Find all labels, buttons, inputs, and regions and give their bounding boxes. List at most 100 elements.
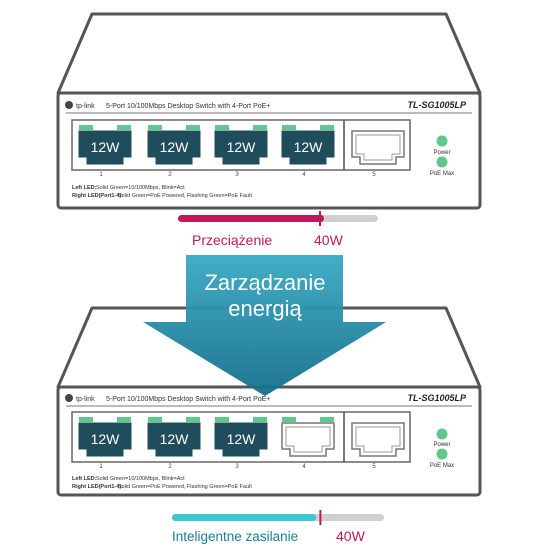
rj45-port xyxy=(78,130,132,165)
port-4: 4 xyxy=(281,417,335,470)
switch-description: 5-Port 10/100Mbps Desktop Switch with 4-… xyxy=(106,103,270,110)
rj45-port-inner xyxy=(285,426,331,453)
port-led-right xyxy=(320,125,334,130)
port-number-label: 5 xyxy=(372,464,376,470)
port-led-left xyxy=(282,417,296,422)
port-load-label: 12W xyxy=(160,139,190,155)
port-load-label: 12W xyxy=(160,431,190,447)
port-2: 12W 2 xyxy=(147,125,201,178)
overload-bar-marker xyxy=(319,211,321,226)
port-load-label: 12W xyxy=(227,431,257,447)
port-number-label: 3 xyxy=(235,172,239,178)
energy-management-arrow: Zarządzanie energią xyxy=(143,255,386,396)
legend-left-text: Solid Green=10/100Mbps, Blink=Act xyxy=(96,476,185,482)
port-number-label: 2 xyxy=(168,464,172,470)
legend-right-title: Right LED(Port1-4): xyxy=(72,193,123,199)
switch-top: tp-link 5-Port 10/100Mbps Desktop Switch… xyxy=(56,12,482,210)
smart-limit-label: 40W xyxy=(336,528,366,544)
model-label: TL-SG1005LP xyxy=(407,100,467,110)
poe-max-label: PoE Max xyxy=(430,171,454,177)
port-load-label: 12W xyxy=(91,139,121,155)
port-load-label: 12W xyxy=(294,139,324,155)
poe-max-led xyxy=(436,448,448,460)
legend-right-text: Solid Green=PoE Powered, Flashing Green=… xyxy=(118,484,252,490)
arrow-shape xyxy=(143,255,386,396)
legend-left-title: Left LED: xyxy=(72,185,97,191)
port-led-right xyxy=(186,417,200,422)
smart-bar-marker xyxy=(319,510,322,525)
rj45-port-inner xyxy=(355,134,401,161)
port-number-label: 1 xyxy=(99,172,103,178)
port-number-label: 4 xyxy=(302,172,306,178)
port-1: 12W 1 xyxy=(78,417,132,470)
port-3: 12W 3 xyxy=(214,417,268,470)
overload-bar-fill xyxy=(178,215,324,222)
port-bay-frame-uplink xyxy=(343,411,411,463)
poe-max-led xyxy=(436,156,448,168)
port-led-left xyxy=(215,125,229,130)
arrow-text-line2: energią xyxy=(228,296,302,321)
switch-top-front-panel xyxy=(56,91,482,210)
rj45-port xyxy=(147,130,201,165)
port-number-label: 3 xyxy=(235,464,239,470)
port-number-label: 4 xyxy=(302,464,306,470)
port-led-left xyxy=(79,417,93,422)
tp-link-logo: tp-link xyxy=(65,394,95,403)
legend-left-text: Solid Green=10/100Mbps, Blink=Act xyxy=(96,185,185,191)
rj45-port xyxy=(214,130,268,165)
port-led-left xyxy=(282,125,296,130)
overload-bar: Przeciążenie 40W xyxy=(178,211,378,248)
port-load-label: 12W xyxy=(91,431,121,447)
smart-bar-fill xyxy=(172,514,317,521)
port-number-label: 2 xyxy=(168,172,172,178)
rj45-port xyxy=(351,422,405,457)
port-load-label: 12W xyxy=(227,139,257,155)
port-led-right xyxy=(186,125,200,130)
legend-right-text: Solid Green=PoE Powered, Flashing Green=… xyxy=(118,193,252,199)
rj45-port xyxy=(281,130,335,165)
arrow-text-line1: Zarządzanie xyxy=(204,270,325,295)
port-led-left xyxy=(148,125,162,130)
port-4: 12W 4 xyxy=(281,125,335,178)
port-2: 12W 2 xyxy=(147,417,201,470)
port-5: 5 xyxy=(351,422,405,470)
poe-max-label: PoE Max xyxy=(430,463,454,469)
smart-power-bar: Inteligentne zasilanie 40W xyxy=(172,510,384,544)
legend-left-title: Left LED: xyxy=(72,476,97,482)
port-led-right xyxy=(253,125,267,130)
model-label: TL-SG1005LP xyxy=(407,393,467,403)
tp-link-logo: tp-link xyxy=(65,101,95,110)
overload-limit-label: 40W xyxy=(314,232,344,248)
switch-top-housing xyxy=(56,12,482,95)
brand-label: tp-link xyxy=(76,103,95,110)
power-led xyxy=(436,428,448,440)
port-led-left xyxy=(215,417,229,422)
power-led xyxy=(436,135,448,147)
port-led-right xyxy=(117,417,131,422)
rj45-port xyxy=(78,422,132,457)
port-1: 12W 1 xyxy=(78,125,132,178)
rj45-port-inner xyxy=(355,426,401,453)
brand-label: tp-link xyxy=(76,396,95,403)
rj45-port xyxy=(147,422,201,457)
port-number-label: 5 xyxy=(372,172,376,178)
port-led-right xyxy=(320,417,334,422)
port-number-label: 1 xyxy=(99,464,103,470)
smart-label: Inteligentne zasilanie xyxy=(172,529,298,544)
port-led-left xyxy=(79,125,93,130)
rj45-port xyxy=(281,422,335,457)
power-label: Power xyxy=(433,442,450,448)
power-label: Power xyxy=(433,150,450,156)
legend-right-title: Right LED(Port1-4): xyxy=(72,484,123,490)
switch-description: 5-Port 10/100Mbps Desktop Switch with 4-… xyxy=(106,396,270,403)
port-3: 12W 3 xyxy=(214,125,268,178)
overload-label: Przeciążenie xyxy=(192,232,272,248)
rj45-port xyxy=(351,130,405,165)
port-led-right xyxy=(117,125,131,130)
port-led-left xyxy=(148,417,162,422)
port-bay-frame-uplink xyxy=(343,119,411,171)
port-5: 5 xyxy=(351,130,405,178)
switch-bottom: tp-link 5-Port 10/100Mbps Desktop Switch… xyxy=(56,306,482,497)
rj45-port xyxy=(214,422,268,457)
